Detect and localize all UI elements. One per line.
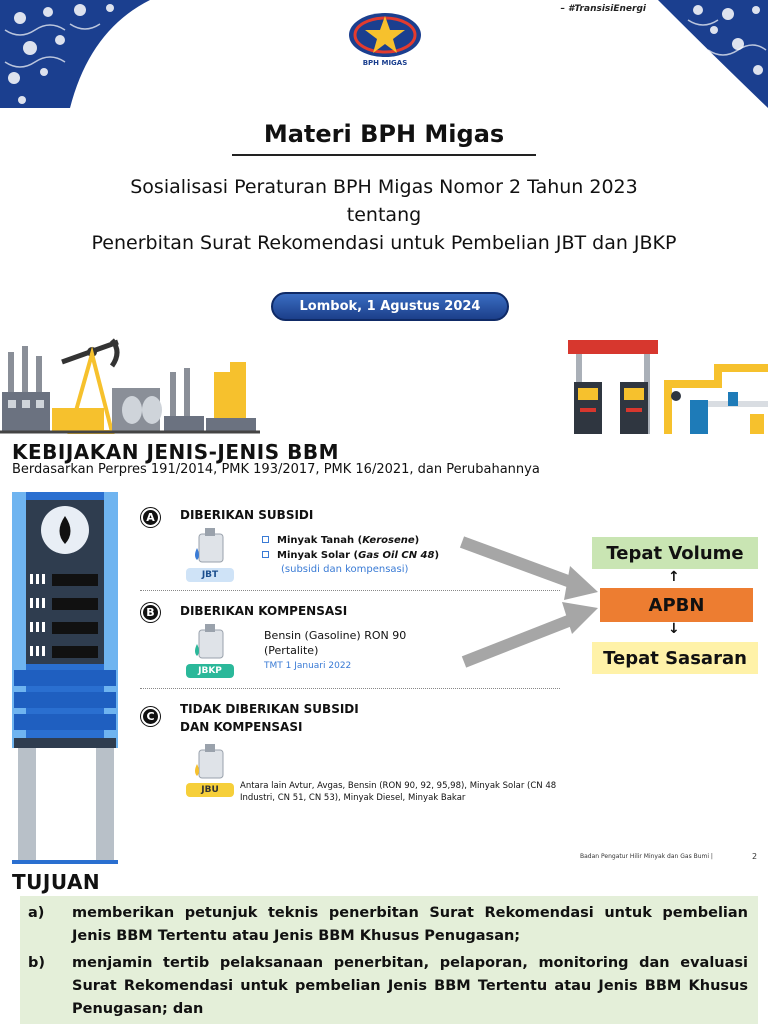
section-divider [140,688,560,689]
tujuan-item-text: menjamin tertib pelaksanaan penerbitan, … [72,955,748,1017]
tujuan-item-text: memberikan petunjuk teknis penerbitan Su… [72,905,748,944]
footer-page-number: 2 [752,852,758,861]
section-b-line-1: Bensin (Gasoline) RON 90 [264,629,407,642]
section-b-note: TMT 1 Januari 2022 [264,661,352,671]
bullet-icon [262,551,269,558]
policy-subtitle: Berdasarkan Perpres 191/2014, PMK 193/20… [12,462,540,477]
hashtag-label: – #TransisiEnergi [560,4,646,14]
section-a-note: (subsidi dan kompensasi) [281,564,409,575]
jerrycan-icon [195,624,224,659]
refinery-illustration [0,338,260,434]
tujuan-item-letter: a) [28,905,45,921]
bph-migas-logo: BPH MIGAS [349,13,421,67]
page-title: Materi BPH Migas [263,120,505,148]
section-a-badge: A [141,508,160,527]
tag-jbkp: JBKP [186,664,234,678]
section-a-heading: DIBERIKAN SUBSIDI [180,508,314,522]
section-b-heading: DIBERIKAN KOMPENSASI [180,604,348,618]
subtitle-line-3: Penerbitan Surat Rekomendasi untuk Pembe… [91,232,677,254]
section-c-heading-1: TIDAK DIBERIKAN SUBSIDI [180,702,359,716]
jerrycan-icon [195,744,224,779]
tepat-volume-box: Tepat Volume [592,537,758,569]
tujuan-item-letter: b) [28,955,46,971]
footer-organization: Badan Pengatur Hilir Minyak dan Gas Bumi… [580,853,713,860]
section-c-line-1: Antara lain Avtur, Avgas, Bensin (RON 90… [240,781,557,791]
section-a-item-1: Minyak Tanah (Kerosene) [262,535,419,546]
arrow-down-icon: ↓ [668,621,680,637]
tujuan-panel: a) memberikan petunjuk teknis penerbitan… [20,896,758,1024]
section-a-item-2: Minyak Solar (Gas Oil CN 48) [262,550,439,561]
tujuan-item-a: a) memberikan petunjuk teknis penerbitan… [28,902,748,948]
pointer-arrows [459,536,598,668]
tujuan-item-b: b) menjamin tertib pelaksanaan penerbita… [28,952,748,1021]
arrow-up-icon: ↑ [668,569,680,585]
bullet-icon [262,536,269,543]
section-c-line-2: Industri, CN 51, CN 53), Minyak Diesel, … [240,793,466,803]
event-date-pill: Lombok, 1 Agustus 2024 [271,292,509,321]
subtitle-line-1: Sosialisasi Peraturan BPH Migas Nomor 2 … [130,176,638,198]
apbn-box: APBN [600,588,753,622]
section-divider [140,590,560,591]
tag-jbu: JBU [186,783,234,797]
policy-title: KEBIJAKAN JENIS-JENIS BBM [12,440,339,464]
jerrycan-icon [195,528,224,563]
fuel-pump-illustration [12,492,118,864]
tag-jbt: JBT [186,568,234,582]
svg-text:BPH MIGAS: BPH MIGAS [363,59,408,67]
title-underline [232,154,536,156]
section-c-heading-2: DAN KOMPENSASI [180,720,303,734]
section-b-line-2: (Pertalite) [264,644,319,657]
section-c-badge: C [141,707,160,726]
subtitle-line-2: tentang [346,204,422,226]
tepat-sasaran-box: Tepat Sasaran [592,642,758,674]
section-b-badge: B [141,603,160,622]
batik-corner-left-decoration [0,0,150,108]
batik-corner-right-decoration [658,0,768,108]
gas-station-illustration [568,340,768,434]
tujuan-title: TUJUAN [12,870,101,894]
